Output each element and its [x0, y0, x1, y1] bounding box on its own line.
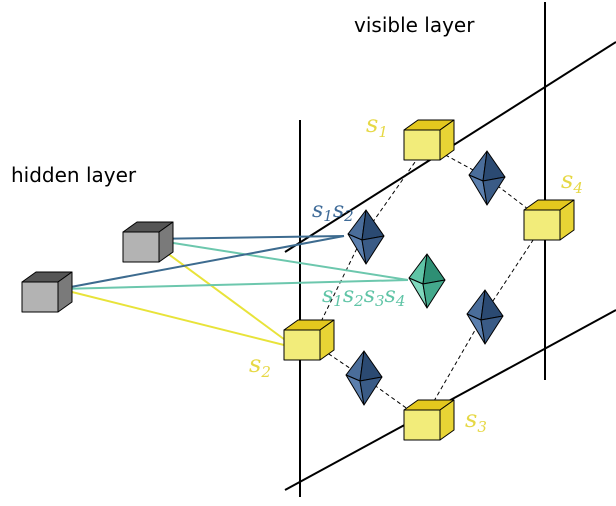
edge-h1-quad	[147, 238, 409, 281]
visible-unit-s4	[523, 199, 575, 241]
s4-label: s4	[561, 166, 583, 197]
hidden-connections	[59, 235, 409, 349]
quad-factor-label: s1s2s3s4	[322, 283, 405, 310]
visible-units	[283, 119, 575, 441]
s1-label: s1	[366, 110, 388, 141]
hidden-unit-1	[122, 221, 174, 263]
edge-h2-pair	[59, 235, 345, 290]
s3-label: s3	[465, 405, 487, 436]
hidden-units	[21, 221, 174, 313]
pair-factor-s3s4	[466, 289, 504, 345]
edge-h1-s2	[147, 238, 297, 349]
pair-factor-s1s4	[468, 150, 506, 206]
pair-factor-s2s3	[345, 350, 383, 406]
edge-h2-s2	[59, 288, 297, 349]
hidden-unit-2	[21, 271, 73, 313]
visible-unit-s3	[403, 399, 455, 441]
visible-unit-s2	[283, 319, 335, 361]
edge-h2-quad	[59, 279, 409, 290]
s2-label: s2	[249, 350, 271, 381]
pair-factor-nodes	[345, 150, 506, 406]
visible-layer-label: visible layer	[354, 13, 475, 37]
visible-unit-s1	[403, 119, 455, 161]
quad-factor-s1s2s3s4	[408, 253, 446, 309]
hidden-layer-label: hidden layer	[11, 163, 137, 187]
pair-factor-s1s2	[347, 209, 385, 265]
edge-h1-pair	[147, 235, 345, 240]
pair-factor-label: s1s2	[312, 198, 354, 225]
